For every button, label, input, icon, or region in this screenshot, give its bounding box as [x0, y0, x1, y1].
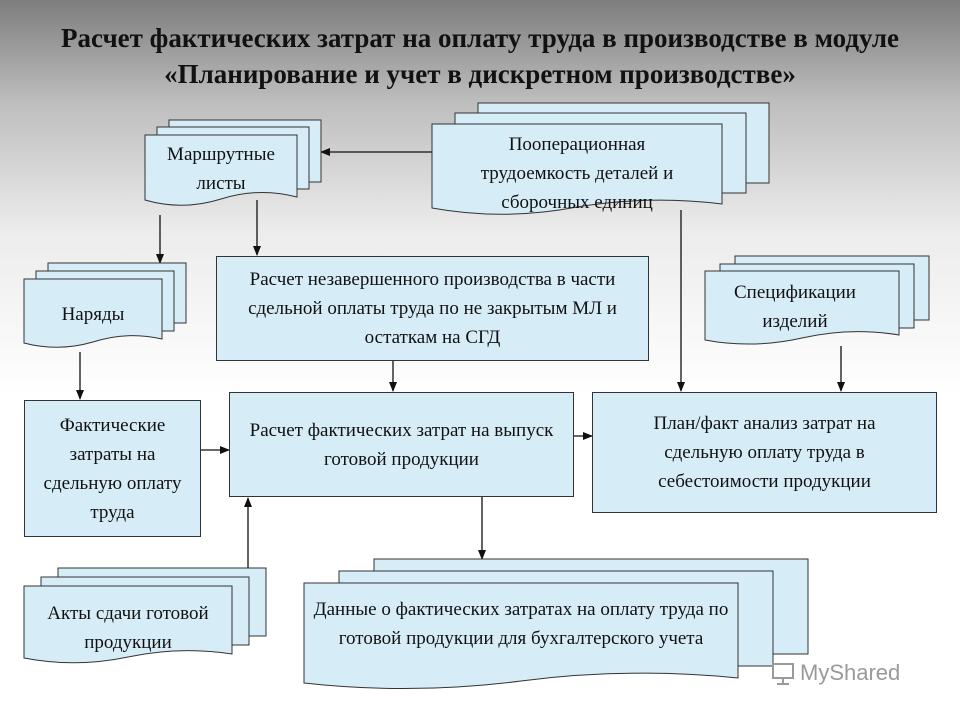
- presentation-icon: [772, 663, 794, 685]
- multi-document-shape: [23, 567, 267, 664]
- diagram-title: Расчет фактических затрат на оплату труд…: [61, 23, 899, 89]
- wip-calculation-box: Расчет незавершенного производства в час…: [216, 256, 649, 361]
- accounting-data-doc: Данные о фактических затратах на оплату …: [303, 558, 809, 699]
- work-orders-doc: Наряды: [23, 262, 187, 355]
- specifications-doc: Спецификации изделий: [704, 255, 930, 350]
- routing-sheets-doc: Маршрутные листы: [144, 119, 322, 215]
- accounting-data-label: Данные о фактических затратах на оплату …: [313, 599, 729, 649]
- specifications-label: Спецификации изделий: [734, 282, 856, 332]
- routing-sheets-label: Маршрутные листы: [167, 144, 275, 194]
- multi-document-shape: [431, 102, 770, 215]
- plan-fact-analysis-label: План/факт анализ затрат на сдельную опла…: [653, 413, 876, 492]
- acceptance-acts-doc: Акты сдачи готовой продукции: [23, 567, 267, 668]
- actual-costs-box: Фактические затраты на сдельную оплату т…: [24, 400, 201, 537]
- wip-calculation-label: Расчет незавершенного производства в час…: [248, 269, 617, 348]
- acceptance-acts-label: Акты сдачи готовой продукции: [47, 603, 209, 653]
- watermark-logo: MyShared: [770, 660, 900, 686]
- multi-document-shape: [704, 255, 930, 345]
- output-calculation-label: Расчет фактических затрат на выпуск гото…: [249, 419, 554, 470]
- multi-document-shape: [144, 119, 322, 206]
- labor-intensity-label: Пооперационная трудоемкость деталей и сб…: [480, 134, 674, 213]
- work-orders-label: Наряды: [61, 304, 125, 325]
- multi-document-shape: [303, 558, 809, 690]
- labor-intensity-doc: Пооперационная трудоемкость деталей и сб…: [431, 102, 770, 221]
- actual-costs-label: Фактические затраты на сдельную оплату т…: [43, 414, 182, 523]
- plan-fact-analysis-box: План/факт анализ затрат на сдельную опла…: [592, 392, 937, 513]
- watermark-text: MyShared: [800, 660, 901, 685]
- output-calculation-box: Расчет фактических затрат на выпуск гото…: [229, 392, 574, 497]
- multi-document-shape: [23, 262, 187, 348]
